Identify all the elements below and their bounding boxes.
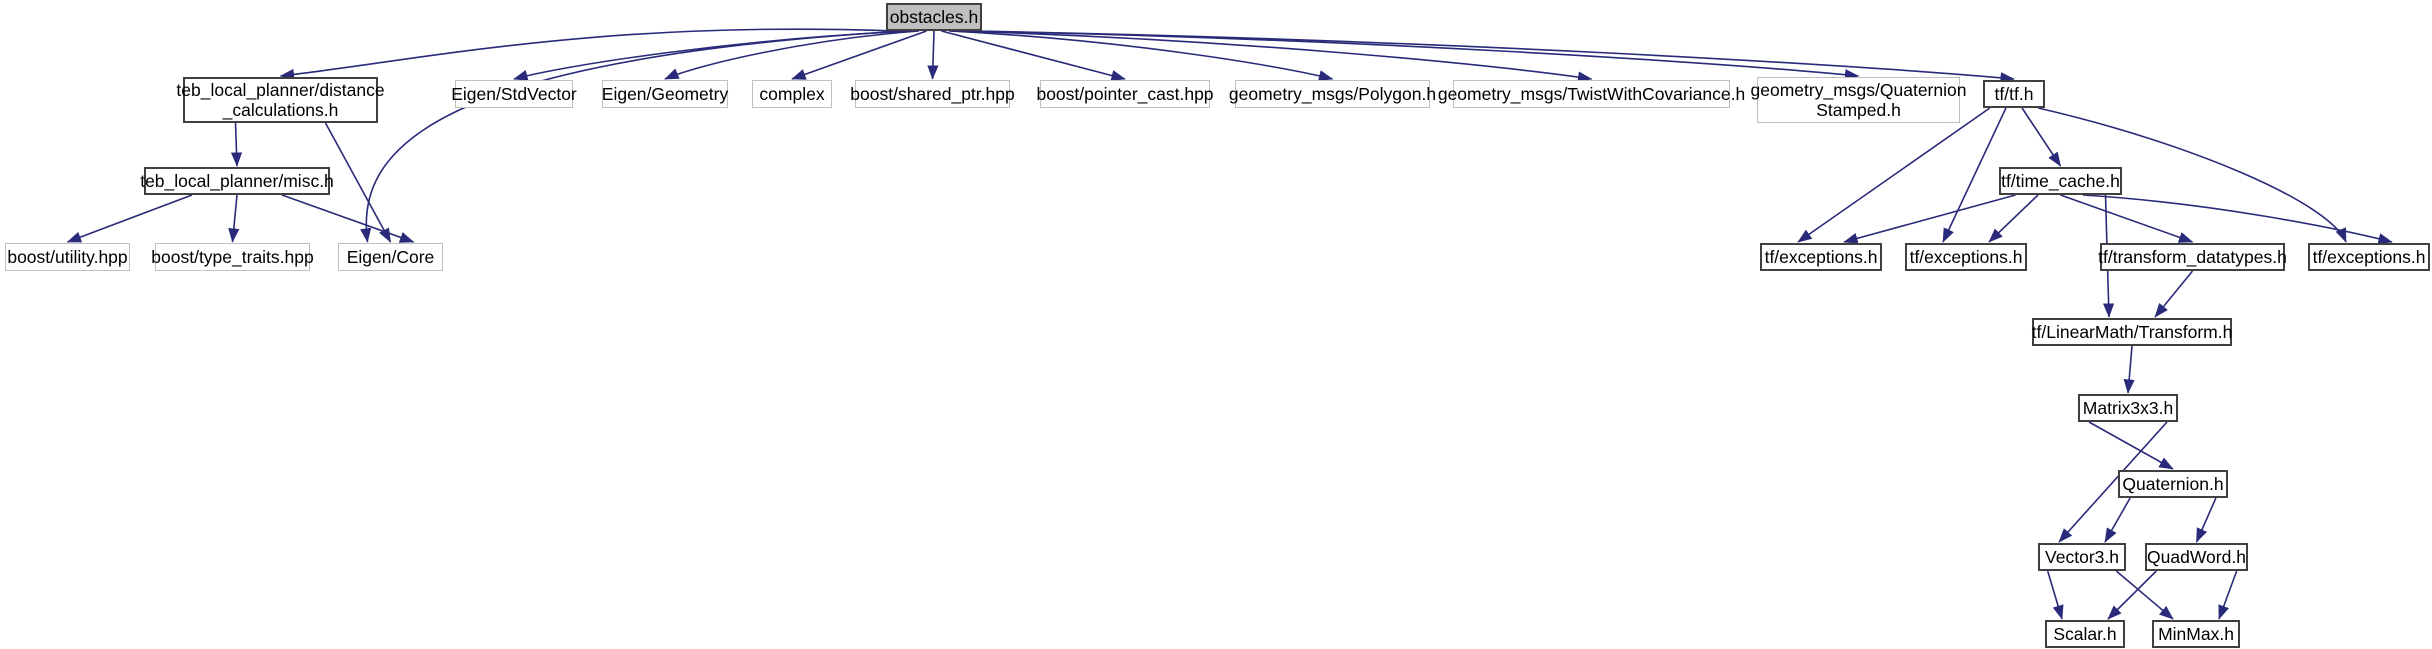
graph-edge-obstacles-to-twist_cov xyxy=(956,30,1593,83)
graph-node-label: boost/shared_ptr.hpp xyxy=(850,84,1015,104)
graph-node-transform[interactable]: tf/LinearMath/Transform.h xyxy=(2032,318,2232,346)
graph-node-exceptions_b[interactable]: tf/exceptions.h xyxy=(1905,243,2027,271)
graph-edge-vector3-to-minmax xyxy=(2115,570,2174,620)
graph-edge-tf_tf-to-time_cache xyxy=(2021,107,2062,167)
graph-edge-quadword-to-minmax xyxy=(2218,570,2238,620)
graph-node-label: tf/exceptions.h xyxy=(1764,247,1878,267)
graph-edge-obstacles-to-shared_ptr xyxy=(927,30,939,80)
graph-node-distance_calc[interactable]: teb_local_planner/distance _calculations… xyxy=(176,77,385,123)
graph-node-label: Eigen/Core xyxy=(346,247,435,267)
graph-node-pointer_cast[interactable]: boost/pointer_cast.hpp xyxy=(1036,80,1214,108)
graph-node-label: geometry_msgs/Quaternion Stamped.h xyxy=(1750,80,1967,120)
graph-node-label: boost/pointer_cast.hpp xyxy=(1036,84,1214,104)
graph-node-label: Eigen/Geometry xyxy=(601,84,729,104)
graph-node-exceptions_a[interactable]: tf/exceptions.h xyxy=(1760,243,1882,271)
graph-node-utility[interactable]: boost/utility.hpp xyxy=(5,243,130,271)
graph-node-label: teb_local_planner/misc.h xyxy=(140,171,334,191)
graph-node-obstacles[interactable]: obstacles.h xyxy=(886,3,982,31)
graph-node-label: Eigen/StdVector xyxy=(451,84,577,104)
graph-node-label: tf/tf.h xyxy=(1994,84,2034,104)
graph-edge-obstacles-to-eigen_stdvector xyxy=(513,30,912,81)
graph-node-label: QuadWord.h xyxy=(2147,547,2246,567)
graph-edge-obstacles-to-pointer_cast xyxy=(941,30,1126,81)
graph-edge-time_cache-to-exceptions_c xyxy=(2082,194,2393,245)
graph-node-polygon[interactable]: geometry_msgs/Polygon.h xyxy=(1229,80,1436,108)
graph-node-eigen_geometry[interactable]: Eigen/Geometry xyxy=(602,80,728,108)
graph-node-quadword[interactable]: QuadWord.h xyxy=(2145,543,2248,571)
graph-edge-distance_calc-to-misc xyxy=(230,122,243,167)
graph-node-label: tf/transform_datatypes.h xyxy=(2098,247,2287,267)
graph-node-eigen_stdvector[interactable]: Eigen/StdVector xyxy=(451,80,577,108)
graph-node-label: MinMax.h xyxy=(2158,624,2234,644)
graph-edge-obstacles-to-tf_tf xyxy=(971,30,2015,84)
graph-edge-transform_datatypes-to-transform xyxy=(2154,270,2194,318)
graph-node-label: obstacles.h xyxy=(889,7,979,27)
graph-edge-obstacles-to-complex xyxy=(791,30,927,80)
graph-edge-obstacles-to-distance_calc xyxy=(279,28,897,81)
graph-edge-misc-to-utility xyxy=(66,194,193,243)
graph-node-label: boost/utility.hpp xyxy=(7,247,128,267)
graph-edge-matrix3x3-to-quaternion xyxy=(2088,421,2174,470)
graph-node-label: tf/exceptions.h xyxy=(1909,247,2023,267)
graph-edge-time_cache-to-transform_datatypes xyxy=(2060,194,2194,243)
graph-node-misc[interactable]: teb_local_planner/misc.h xyxy=(140,167,334,195)
graph-node-type_traits[interactable]: boost/type_traits.hpp xyxy=(151,243,314,271)
graph-node-label: Scalar.h xyxy=(2053,624,2117,644)
graph-node-eigen_core[interactable]: Eigen/Core xyxy=(338,243,443,271)
graph-node-complex[interactable]: complex xyxy=(752,80,832,108)
graph-node-label: tf/time_cache.h xyxy=(2001,171,2120,191)
graph-node-label: tf/exceptions.h xyxy=(2312,247,2426,267)
graph-node-time_cache[interactable]: tf/time_cache.h xyxy=(1999,167,2122,195)
graph-node-label: geometry_msgs/TwistWithCovariance.h xyxy=(1437,84,1746,104)
graph-node-label: complex xyxy=(759,84,825,104)
graph-node-label: Quaternion.h xyxy=(2122,474,2224,494)
graph-node-quaternion[interactable]: Quaternion.h xyxy=(2118,470,2228,498)
graph-node-label: teb_local_planner/distance _calculations… xyxy=(176,80,385,120)
graph-edge-quadword-to-scalar xyxy=(2107,570,2157,620)
graph-edge-vector3-to-scalar xyxy=(2046,570,2064,620)
graph-node-twist_cov[interactable]: geometry_msgs/TwistWithCovariance.h xyxy=(1438,80,1745,108)
graph-node-vector3[interactable]: Vector3.h xyxy=(2038,543,2126,571)
graph-node-matrix3x3[interactable]: Matrix3x3.h xyxy=(2078,394,2178,422)
graph-edge-tf_tf-to-exceptions_a xyxy=(1797,107,1991,243)
graph-node-label: Vector3.h xyxy=(2045,547,2119,567)
graph-edge-quaternion-to-quadword xyxy=(2195,497,2217,543)
graph-node-minmax[interactable]: MinMax.h xyxy=(2152,620,2240,648)
graph-node-transform_datatypes[interactable]: tf/transform_datatypes.h xyxy=(2098,243,2287,271)
graph-edge-time_cache-to-exceptions_a xyxy=(1843,194,2016,244)
graph-node-tf_tf[interactable]: tf/tf.h xyxy=(1983,80,2045,108)
graph-node-label: geometry_msgs/Polygon.h xyxy=(1228,84,1437,104)
graph-node-label: Matrix3x3.h xyxy=(2082,398,2174,418)
graph-node-shared_ptr[interactable]: boost/shared_ptr.hpp xyxy=(850,80,1015,108)
graph-node-scalar[interactable]: Scalar.h xyxy=(2045,620,2125,648)
graph-edge-obstacles-to-eigen_core xyxy=(360,30,905,243)
graph-edge-quaternion-to-vector3 xyxy=(2104,497,2131,543)
graph-node-exceptions_c[interactable]: tf/exceptions.h xyxy=(2308,243,2430,271)
graph-node-quat_stamped[interactable]: geometry_msgs/Quaternion Stamped.h xyxy=(1751,77,1966,123)
graph-node-label: tf/LinearMath/Transform.h xyxy=(2031,322,2233,342)
graph-edge-obstacles-to-quat_stamped xyxy=(963,30,1860,81)
graph-edge-obstacles-to-eigen_geometry xyxy=(664,30,920,80)
graph-edge-obstacles-to-polygon xyxy=(948,30,1334,82)
graph-node-label: boost/type_traits.hpp xyxy=(151,247,314,267)
graph-edge-misc-to-eigen_core xyxy=(281,194,415,243)
graph-edge-time_cache-to-exceptions_b xyxy=(1988,194,2039,243)
graph-edge-misc-to-type_traits xyxy=(228,194,240,243)
graph-edge-transform-to-matrix3x3 xyxy=(2123,345,2135,394)
